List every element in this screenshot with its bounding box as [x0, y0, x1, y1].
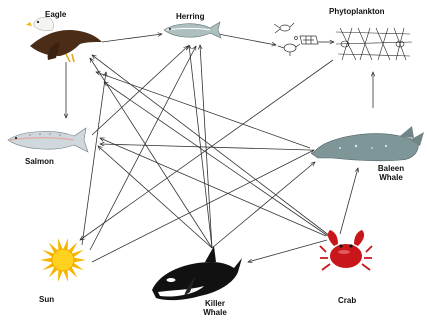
arrow-herring-to-zooplankton: [218, 34, 276, 45]
baleen-whale-icon: [312, 126, 424, 161]
herring-fish-icon: [164, 22, 221, 38]
arrow-eagle-to-herring: [102, 34, 162, 42]
arrow-crab-to-eagle: [92, 55, 330, 236]
killer-whale-icon: [152, 246, 242, 300]
sun-icon: [40, 238, 86, 282]
arrow-killerwhale-to-herring-b: [200, 45, 212, 248]
arrow-sun-to-eagle: [82, 72, 106, 245]
eagle-icon: [26, 17, 102, 62]
label-herring: Herring: [176, 12, 204, 21]
arrow-baleen-to-eagle: [96, 72, 310, 148]
label-salmon: Salmon: [25, 157, 54, 166]
label-eagle: Eagle: [45, 10, 66, 19]
label-crab: Crab: [338, 296, 356, 305]
arrow-killerwhale-to-crab: [248, 240, 327, 262]
label-killer-whale: Killer Whale: [199, 299, 231, 317]
arrow-crab-to-baleen: [340, 168, 358, 234]
label-baleen-whale: Baleen Whale: [376, 164, 406, 182]
phytoplankton-icon: [336, 28, 412, 60]
arrow-killerwhale-to-salmon: [98, 146, 212, 248]
zooplankton-icon: [274, 23, 318, 56]
arrow-baleen-to-salmon: [100, 144, 310, 150]
label-sun: Sun: [39, 295, 54, 304]
arrow-killerwhale-to-baleen: [212, 162, 315, 248]
label-phytoplankton: Phytoplankton: [329, 7, 385, 16]
salmon-fish-icon: [8, 128, 88, 152]
arrow-salmon-to-herring: [92, 46, 188, 135]
arrow-crab-to-salmon: [100, 138, 326, 236]
